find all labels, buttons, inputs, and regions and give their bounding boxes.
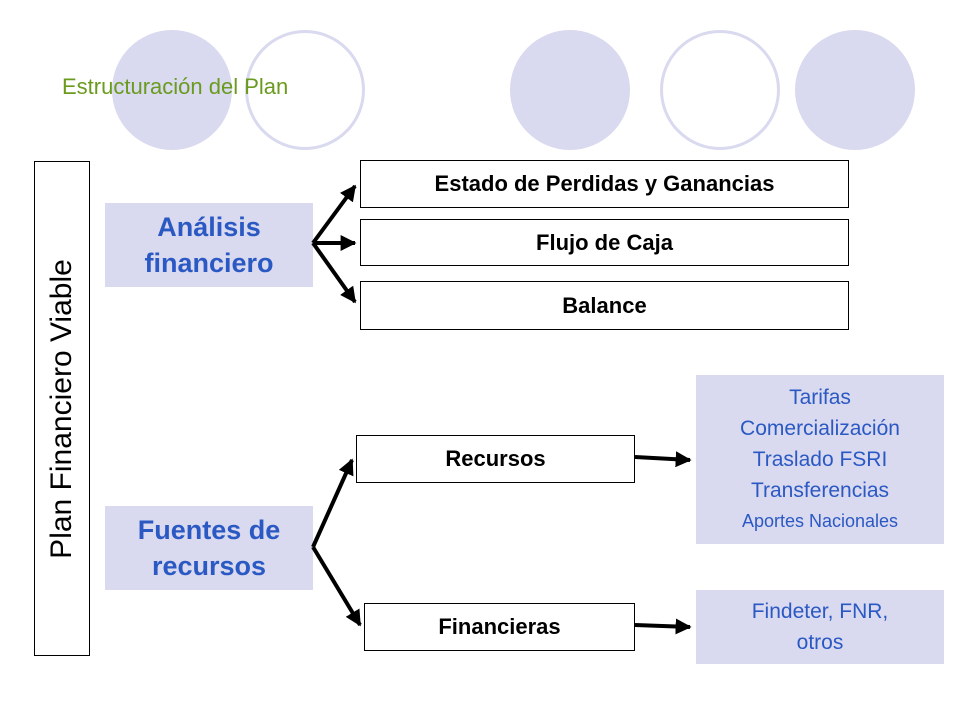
decorative-ring — [245, 30, 365, 150]
item-balance: Balance — [360, 281, 849, 330]
item-estado-perdidas-ganancias: Estado de Perdidas y Ganancias — [360, 160, 849, 208]
source-transferencias: Transferencias — [750, 479, 890, 502]
arrow-to-recursos — [311, 458, 354, 548]
arrow-recursos-to-sources — [634, 451, 692, 468]
decorative-circle — [795, 30, 915, 150]
arrow-financieras-to-sources — [634, 618, 692, 635]
source-findeter-fnr: Findeter, FNR, — [751, 600, 889, 623]
arrow-to-estado — [311, 184, 357, 245]
source-aportes-nacionales: Aportes Nacionales — [741, 511, 899, 531]
source-tarifas: Tarifas — [789, 386, 851, 409]
item-flujo-de-caja: Flujo de Caja — [360, 219, 849, 266]
decorative-circle — [510, 30, 630, 150]
category-fuentes: Fuentes de recursos — [105, 506, 313, 590]
source-otros: otros — [796, 631, 844, 654]
decorative-ring — [660, 30, 780, 150]
slide-title: Estructuración del Plan — [62, 74, 289, 99]
arrow-to-balance — [311, 241, 357, 304]
arrow-to-financieras — [311, 545, 362, 627]
source-comercializacion: Comercialización — [740, 417, 900, 440]
financieras-sources: Findeter, FNR, otros — [696, 590, 944, 664]
decorative-circle — [112, 30, 232, 150]
item-recursos: Recursos — [356, 435, 635, 483]
item-financieras: Financieras — [364, 603, 635, 651]
source-traslado-fsri: Traslado FSRI — [752, 448, 888, 471]
category-fuentes-label: Fuentes de recursos — [137, 515, 281, 581]
plan-label-box: Plan Financiero Viable — [34, 161, 90, 656]
category-analisis-label: Análisis financiero — [144, 212, 274, 278]
category-analisis: Análisis financiero — [105, 203, 313, 287]
recursos-sources: Tarifas Comercialización Traslado FSRI T… — [696, 375, 944, 544]
